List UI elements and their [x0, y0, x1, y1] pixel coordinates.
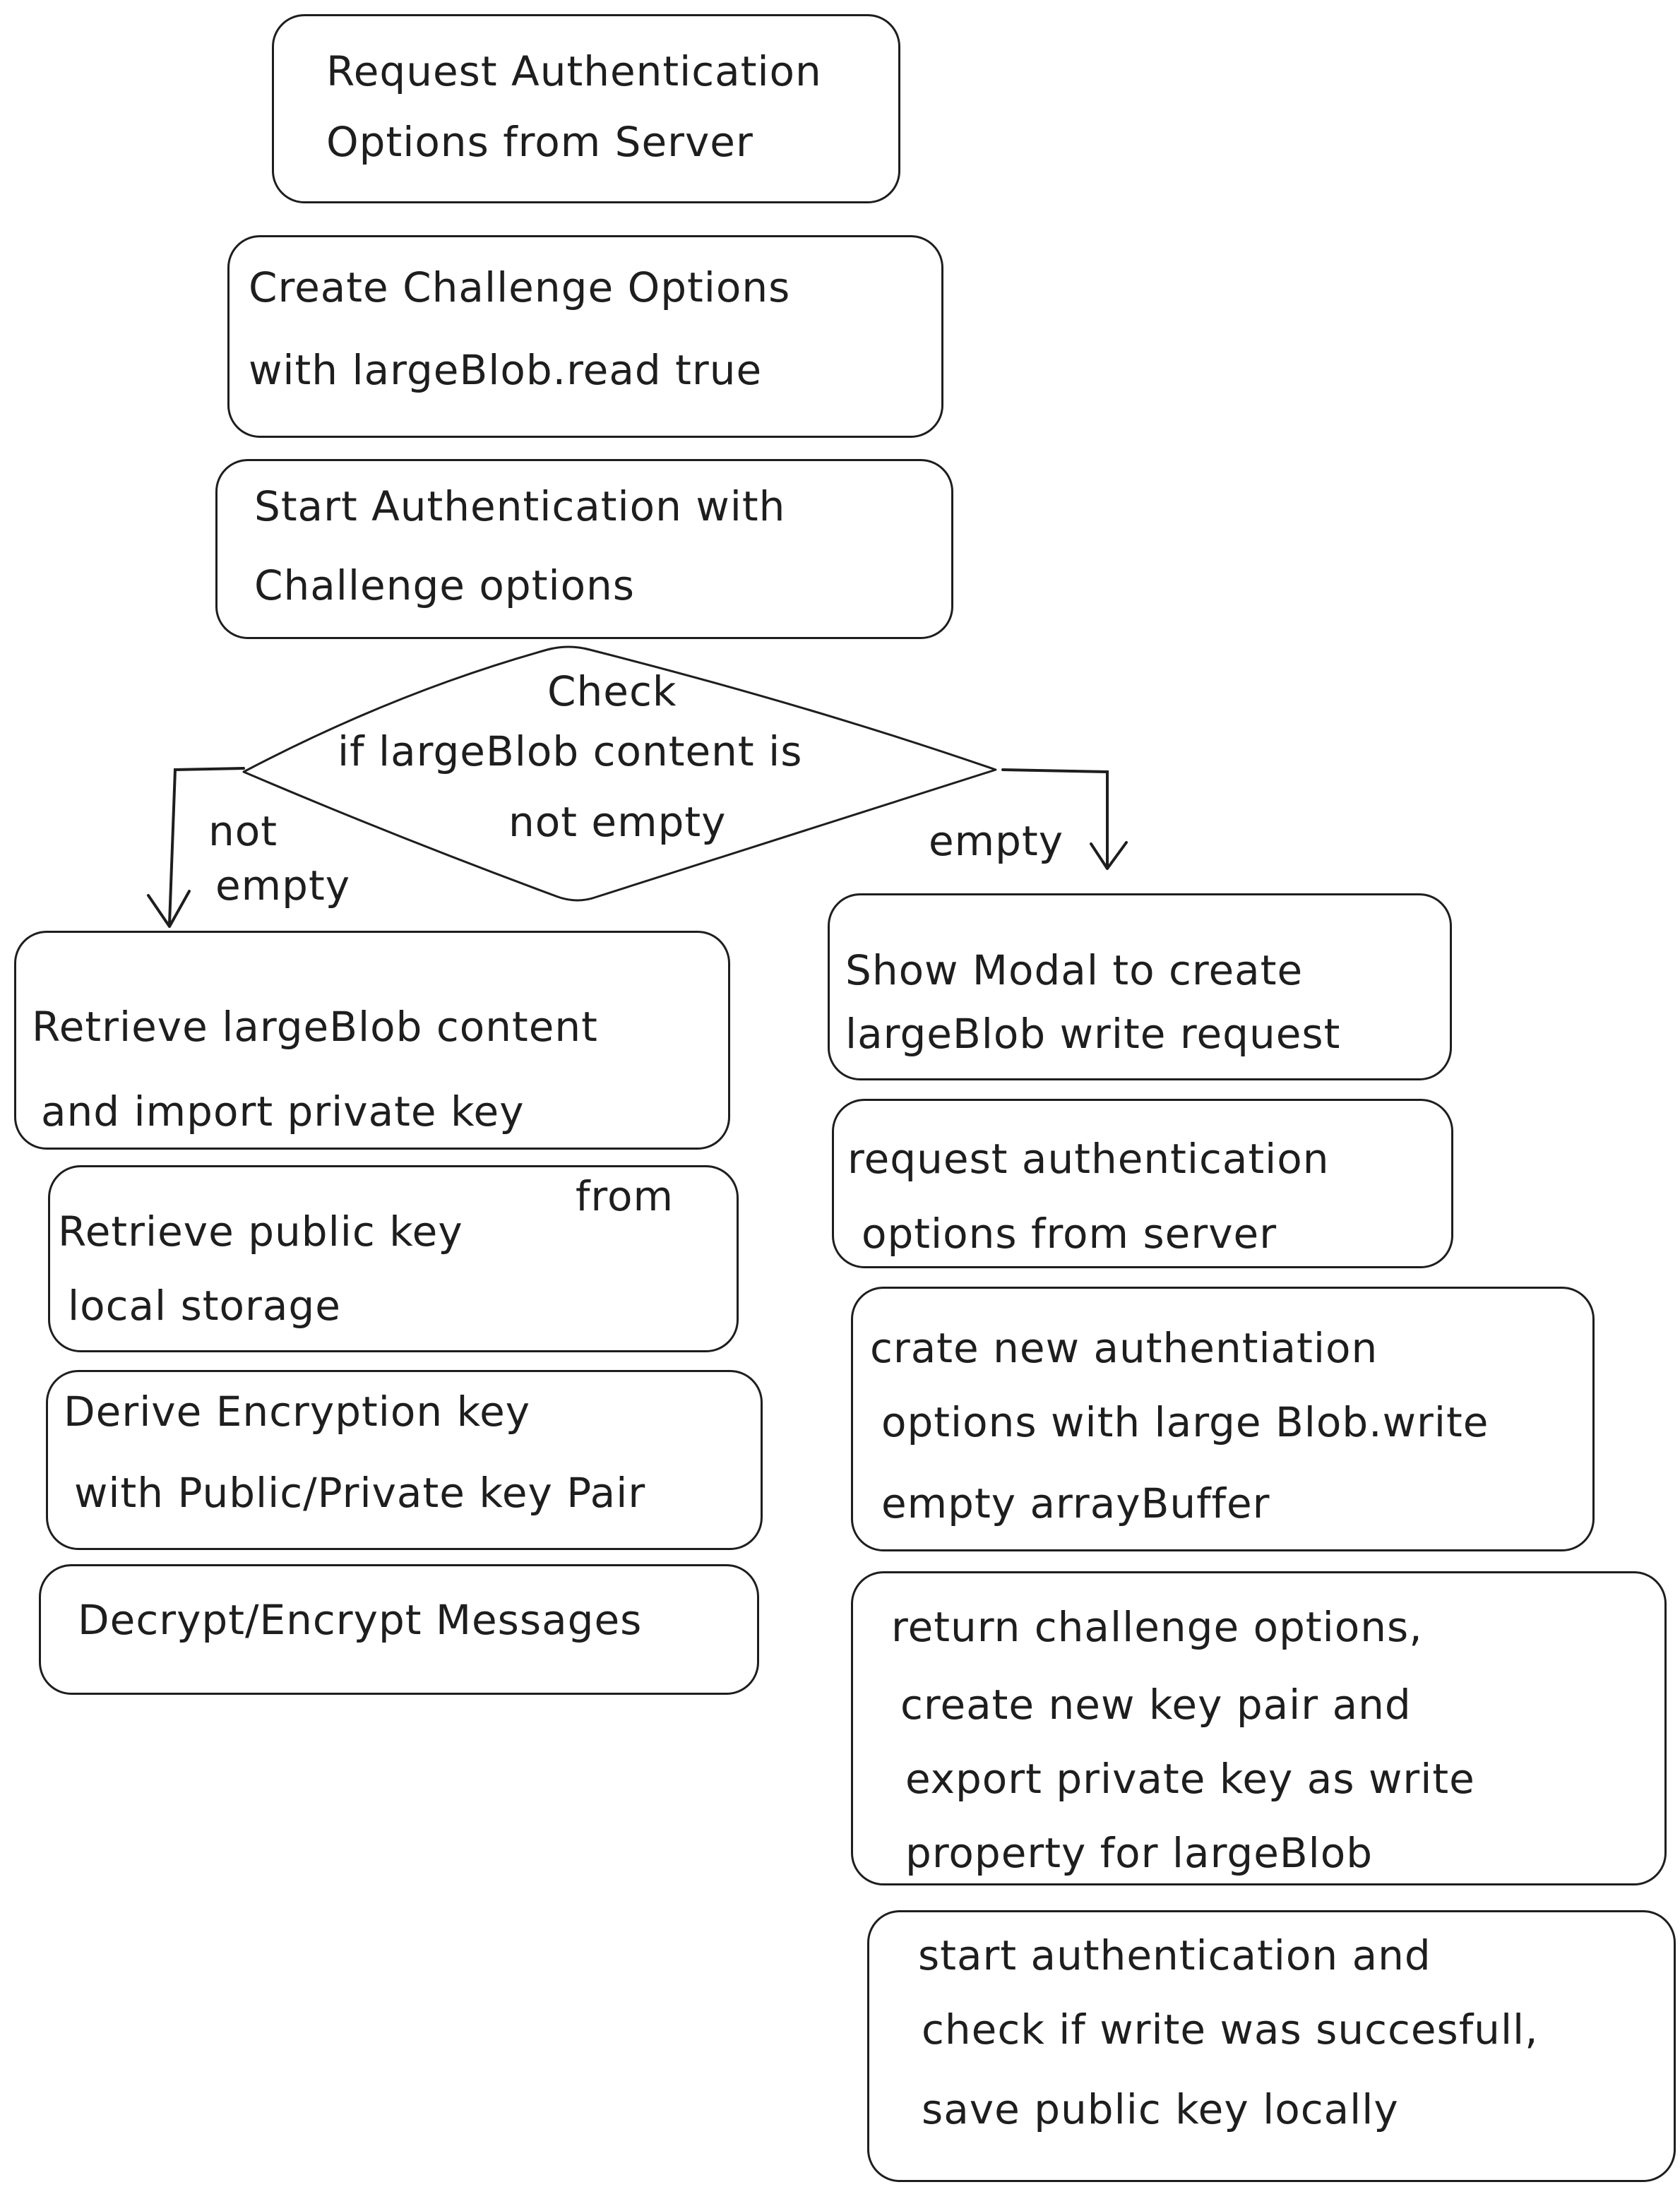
decision-line1: Check: [547, 667, 677, 715]
left-decrypt-encrypt-line1: Decrypt/Encrypt Messages: [78, 1596, 643, 1644]
right-create-auth-options-line2: options with large Blob.write: [881, 1398, 1489, 1446]
left-retrieve-public-key-line2: local storage: [68, 1282, 341, 1330]
step-start-auth-line2: Challenge options: [254, 561, 636, 609]
right-start-auth-check-box: [867, 1910, 1676, 2182]
branch-label-empty-left: empty: [215, 862, 351, 910]
right-return-challenge-line3: export private key as write: [905, 1755, 1475, 1803]
branch-label-empty-right: empty: [929, 817, 1064, 865]
right-start-auth-check-line2: check if write was succesfull,: [922, 2006, 1539, 2054]
right-start-auth-check-line3: save public key locally: [922, 2085, 1399, 2133]
step-create-challenge-line1: Create Challenge Options: [249, 263, 791, 311]
left-retrieve-public-key-box: [48, 1165, 739, 1352]
right-request-auth-options-line2: options from server: [862, 1210, 1277, 1258]
arrow-not-empty-head: [147, 890, 191, 928]
step-create-challenge-line2: with largeBlob.read true: [249, 346, 763, 394]
right-return-challenge-line1: return challenge options,: [891, 1603, 1423, 1651]
left-decrypt-encrypt-box: [39, 1564, 759, 1695]
step-request-auth-options-line1: Request Authentication: [326, 47, 822, 95]
left-retrieve-largeblob-line2: and import private key: [41, 1087, 525, 1136]
decision-line2: if largeBlob content is: [338, 727, 803, 775]
right-request-auth-options-line1: request authentication: [847, 1135, 1330, 1183]
left-derive-key-box: [46, 1370, 763, 1550]
left-retrieve-largeblob-line1: Retrieve largeBlob content: [32, 1003, 598, 1051]
step-request-auth-options-line2: Options from Server: [326, 118, 753, 166]
left-derive-key-line1: Derive Encryption key: [64, 1388, 531, 1436]
step-start-auth-box: [215, 459, 953, 639]
step-create-challenge-box: [227, 235, 943, 438]
right-show-modal-line2: largeBlob write request: [845, 1010, 1341, 1058]
decision-diamond: [242, 645, 997, 902]
decision-line3: not empty: [508, 798, 727, 846]
left-retrieve-largeblob-box: [14, 931, 730, 1150]
right-return-challenge-box: [851, 1571, 1667, 1885]
right-return-challenge-line2: create new key pair and: [900, 1681, 1412, 1729]
right-create-auth-options-line1: crate new authentiation: [870, 1324, 1378, 1372]
step-start-auth-line1: Start Authentication with: [254, 482, 786, 530]
left-retrieve-public-key-from: from: [576, 1172, 674, 1220]
arrow-empty-head: [1090, 841, 1128, 870]
right-show-modal-box: [828, 893, 1452, 1080]
arrow-not-empty-line: [168, 767, 245, 925]
right-request-auth-options-box: [832, 1099, 1453, 1268]
arrow-empty-line: [1001, 768, 1109, 866]
right-show-modal-line1: Show Modal to create: [845, 946, 1304, 994]
right-create-auth-options-box: [851, 1287, 1595, 1551]
left-derive-key-line2: with Public/Private key Pair: [74, 1469, 646, 1517]
right-return-challenge-line4: property for largeBlob: [905, 1829, 1374, 1877]
branch-label-not: not: [208, 807, 278, 855]
right-create-auth-options-line3: empty arrayBuffer: [881, 1479, 1270, 1527]
step-request-auth-options-box: [272, 14, 900, 203]
right-start-auth-check-line1: start authentication and: [918, 1931, 1431, 1979]
left-retrieve-public-key-line1: Retrieve public key: [58, 1208, 463, 1256]
